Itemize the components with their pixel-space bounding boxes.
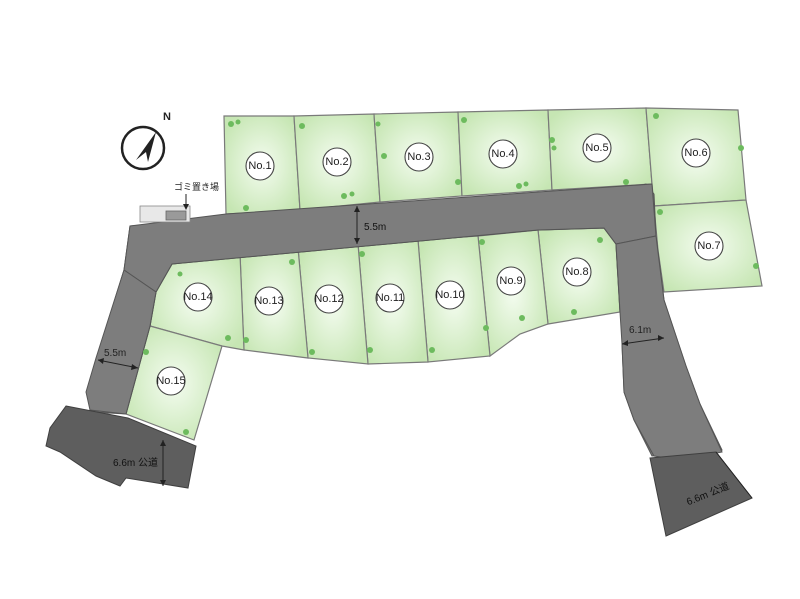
lot-label: No.2 [325, 156, 348, 168]
dimension-main-road: 5.5m [354, 206, 386, 244]
dimension-label: 6.1m [629, 325, 651, 336]
garbage-note: ゴミ置き場 [174, 181, 219, 210]
lot-label: No.7 [697, 240, 720, 252]
compass: N [120, 111, 171, 171]
garbage-box [165, 210, 187, 221]
lot-label: No.1 [248, 160, 271, 172]
dimension-label: 5.5m [104, 348, 126, 359]
public-road-left [45, 405, 197, 489]
left-road [85, 269, 157, 415]
lot-label: No.3 [407, 151, 430, 163]
dimension-label: 6.6m 公道 [113, 456, 158, 469]
bushes [143, 113, 759, 435]
lot-label: No.15 [156, 375, 185, 387]
lot-label: No.12 [314, 293, 343, 305]
garbage-label: ゴミ置き場 [174, 181, 219, 193]
lot-label: No.8 [565, 266, 588, 278]
lot-label: No.9 [499, 275, 522, 287]
lot-label: No.6 [684, 147, 707, 159]
north-label: N [163, 111, 171, 123]
dimension-right-road: 6.1m [621, 325, 665, 346]
lot-label: No.14 [183, 291, 212, 303]
dimension-public-road-left: 6.6m 公道 [113, 440, 166, 486]
lot-label: No.13 [254, 295, 283, 307]
lot-label: No.4 [491, 148, 514, 160]
dimension-label: 5.5m [364, 222, 386, 233]
north-arrow-icon [136, 132, 156, 162]
lot-labels: No.1 No.2 No.3 No.4 No.5 No.6 No.7 No.8 … [156, 133, 724, 396]
dimension-left-road: 5.5m [97, 348, 139, 370]
lot-label: No.5 [585, 142, 608, 154]
lot-label: No.10 [435, 289, 464, 301]
lot-label: No.11 [376, 292, 405, 304]
